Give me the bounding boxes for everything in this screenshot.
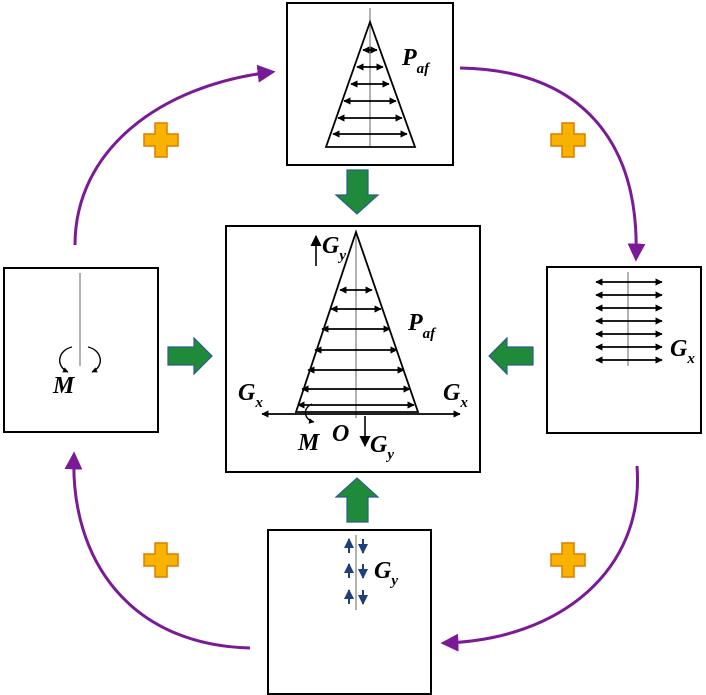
plus-icon xyxy=(550,542,586,578)
box-top-paf: Paf xyxy=(286,2,454,166)
svg-text:Gy: Gy xyxy=(374,558,398,589)
svg-text:Gy: Gy xyxy=(322,233,346,264)
plus-icon xyxy=(143,542,179,578)
center-m-label: M xyxy=(297,430,321,456)
green-arrow-down xyxy=(334,169,380,215)
top-paf-label: P xyxy=(401,45,417,71)
center-moment-arc xyxy=(304,403,315,424)
box-center-superposition: Gy Paf Gx Gx M O Gy xyxy=(225,225,481,473)
green-arrow-up xyxy=(334,477,380,523)
svg-text:Gx: Gx xyxy=(238,380,263,411)
center-gx-right-label: G xyxy=(443,380,461,406)
box-bottom-gy: Gy xyxy=(267,529,432,695)
green-flow-arrows xyxy=(167,169,534,523)
center-gy-top-label: G xyxy=(322,233,340,259)
bottom-gy-arrows xyxy=(344,538,368,605)
left-m-label: M xyxy=(52,373,76,399)
svg-text:Gx: Gx xyxy=(443,380,468,411)
right-gx-label: G xyxy=(670,336,688,362)
plus-icon xyxy=(550,122,586,158)
cycle-arrow-right-to-bottom xyxy=(440,465,639,652)
center-triangle-arrows xyxy=(297,286,415,409)
top-triangle-arrows xyxy=(332,46,408,138)
center-o-label: O xyxy=(332,421,349,447)
box-left-moment: M xyxy=(3,267,159,433)
center-paf-label: P xyxy=(407,310,423,336)
cycle-arrow-top-to-right xyxy=(459,66,646,262)
bottom-gy-label: G xyxy=(374,558,392,584)
green-arrow-left xyxy=(488,336,534,376)
cycle-arrows xyxy=(64,64,646,652)
plus-icon xyxy=(143,122,179,158)
svg-text:Gx: Gx xyxy=(670,336,695,367)
svg-text:Paf: Paf xyxy=(407,310,437,342)
center-gy-bottom-label: G xyxy=(370,432,388,458)
green-arrow-right xyxy=(167,336,213,376)
svg-text:Paf: Paf xyxy=(401,45,431,77)
box-right-gx: Gx xyxy=(546,266,702,434)
left-moment-arc-r xyxy=(87,346,101,373)
svg-text:Gy: Gy xyxy=(370,432,394,463)
right-gx-arrows xyxy=(595,278,663,364)
left-moment-arc-l xyxy=(59,346,73,373)
cycle-arrow-bottom-to-left xyxy=(64,451,251,650)
center-gx-left-label: G xyxy=(238,380,256,406)
cycle-arrow-left-to-top xyxy=(73,64,276,246)
